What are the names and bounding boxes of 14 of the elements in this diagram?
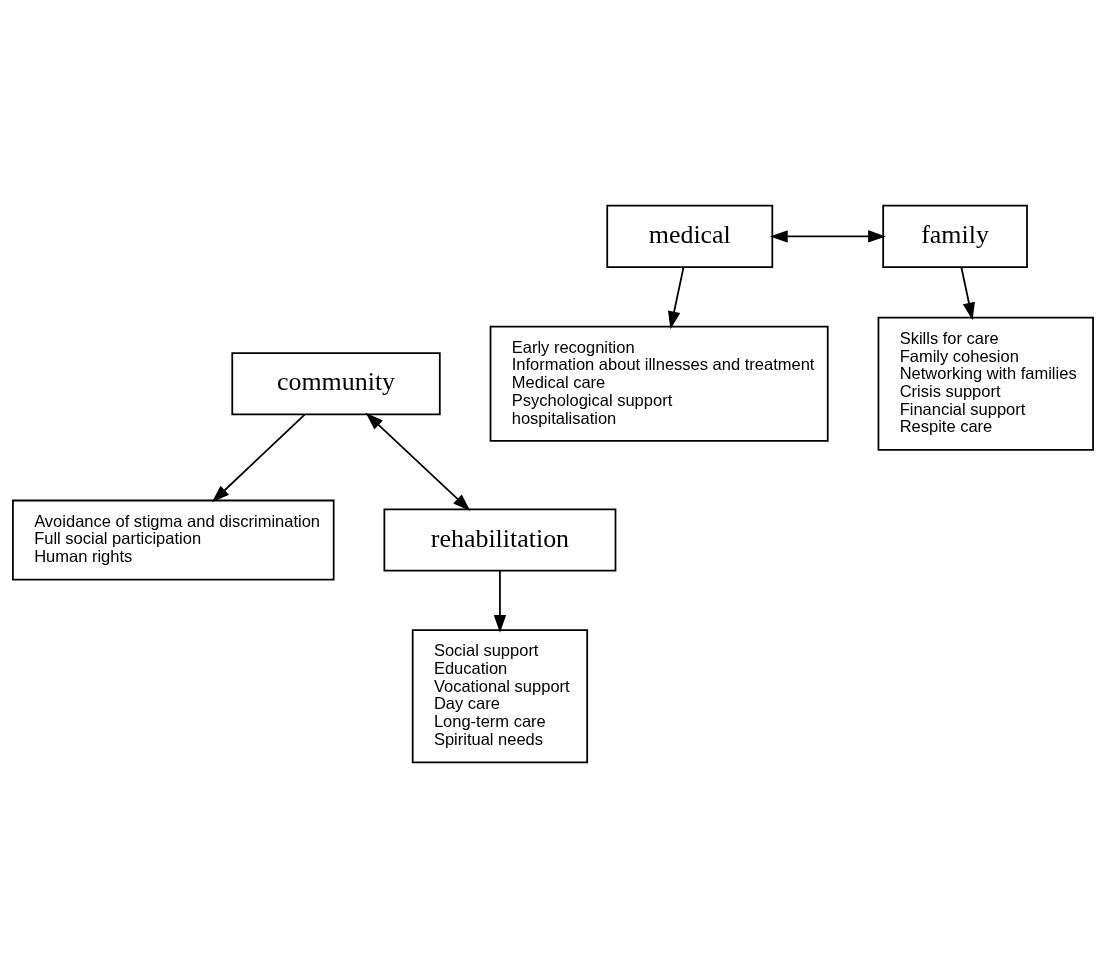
node-box: Early recognition Information about illnesses and treatment Medical care Psychological support hospitalisation xyxy=(489,325,829,442)
arrow xyxy=(668,265,685,329)
arrow xyxy=(365,412,471,511)
node-box: community xyxy=(231,351,441,415)
arrow xyxy=(960,265,975,320)
arrow xyxy=(211,413,306,502)
arrow xyxy=(770,229,886,243)
node-box: medical xyxy=(606,204,774,268)
arrow xyxy=(493,569,507,633)
node-box: Social support Education Vocational support Day care Long-term care Spiritual needs xyxy=(411,628,589,763)
node-box: rehabilitation xyxy=(383,507,617,572)
node-box: Skills for care Family cohesion Networking with families Crisis support Financial support Respite care xyxy=(877,316,1094,451)
node-box: Avoidance of stigma and discrimination Full social participation Human rights xyxy=(12,499,335,580)
node-box: family xyxy=(882,204,1028,268)
